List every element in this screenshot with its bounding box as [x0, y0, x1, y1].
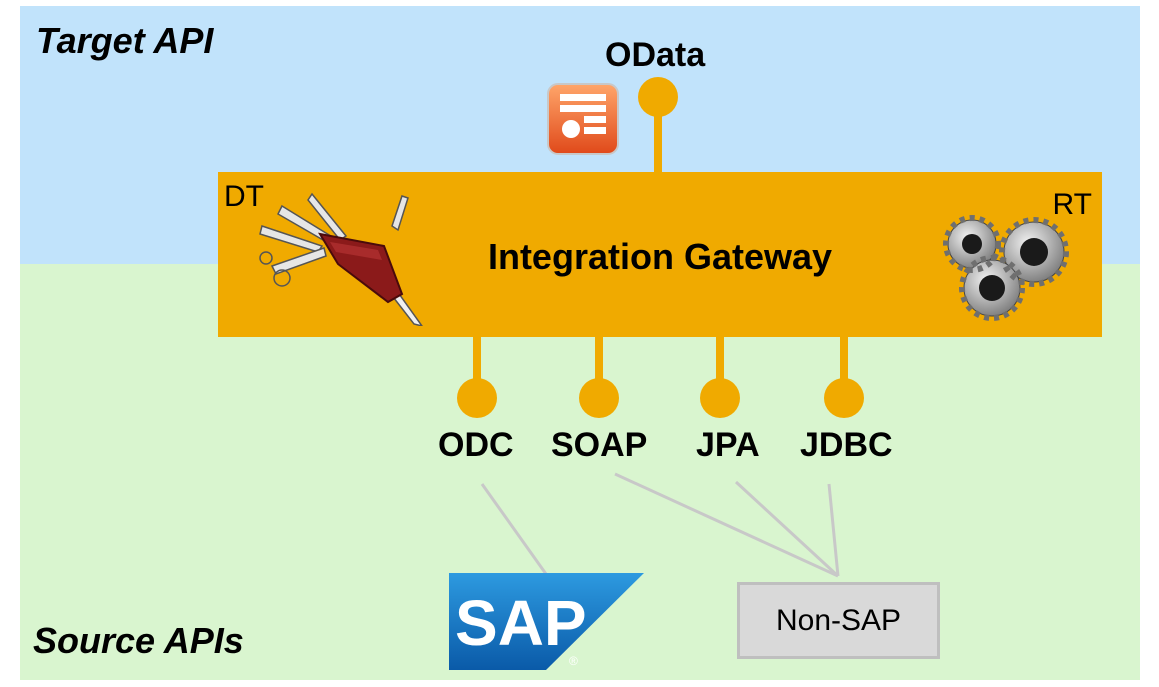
odc-node [457, 378, 497, 418]
odata-document-icon [547, 83, 619, 155]
odc-to-sap-line [480, 483, 548, 575]
soap-to-nonsap-line [614, 472, 839, 578]
svg-text:®: ® [569, 654, 578, 668]
non-sap-box: Non-SAP [737, 582, 940, 659]
jdbc-label: JDBC [800, 426, 893, 464]
target-api-label: Target API [36, 20, 214, 61]
jpa-label: JPA [696, 426, 760, 464]
jdbc-wire [840, 337, 848, 381]
gears-icon [943, 215, 1069, 321]
non-sap-label: Non-SAP [775, 603, 902, 637]
runtime-label: RT [1052, 188, 1092, 221]
odc-wire [473, 337, 481, 381]
sap-logo: SAP ® [449, 573, 644, 670]
swiss-knife-icon [259, 192, 423, 326]
jpa-to-nonsap-line [734, 480, 840, 578]
odata-wire [654, 110, 662, 174]
jdbc-to-nonsap-line [827, 483, 840, 577]
design-time-label: DT [224, 180, 264, 213]
soap-node [579, 378, 619, 418]
soap-wire [595, 337, 603, 381]
source-apis-label: Source APIs [33, 620, 244, 661]
sap-logo-text: SAP [455, 587, 587, 659]
jpa-wire [716, 337, 724, 381]
integration-gateway-box: DT RT Integration Gateway [218, 172, 1102, 337]
odc-label: ODC [438, 426, 514, 464]
jpa-node [700, 378, 740, 418]
odata-label: OData [605, 36, 706, 74]
jdbc-node [824, 378, 864, 418]
soap-label: SOAP [551, 426, 648, 464]
gateway-title: Integration Gateway [487, 236, 833, 277]
